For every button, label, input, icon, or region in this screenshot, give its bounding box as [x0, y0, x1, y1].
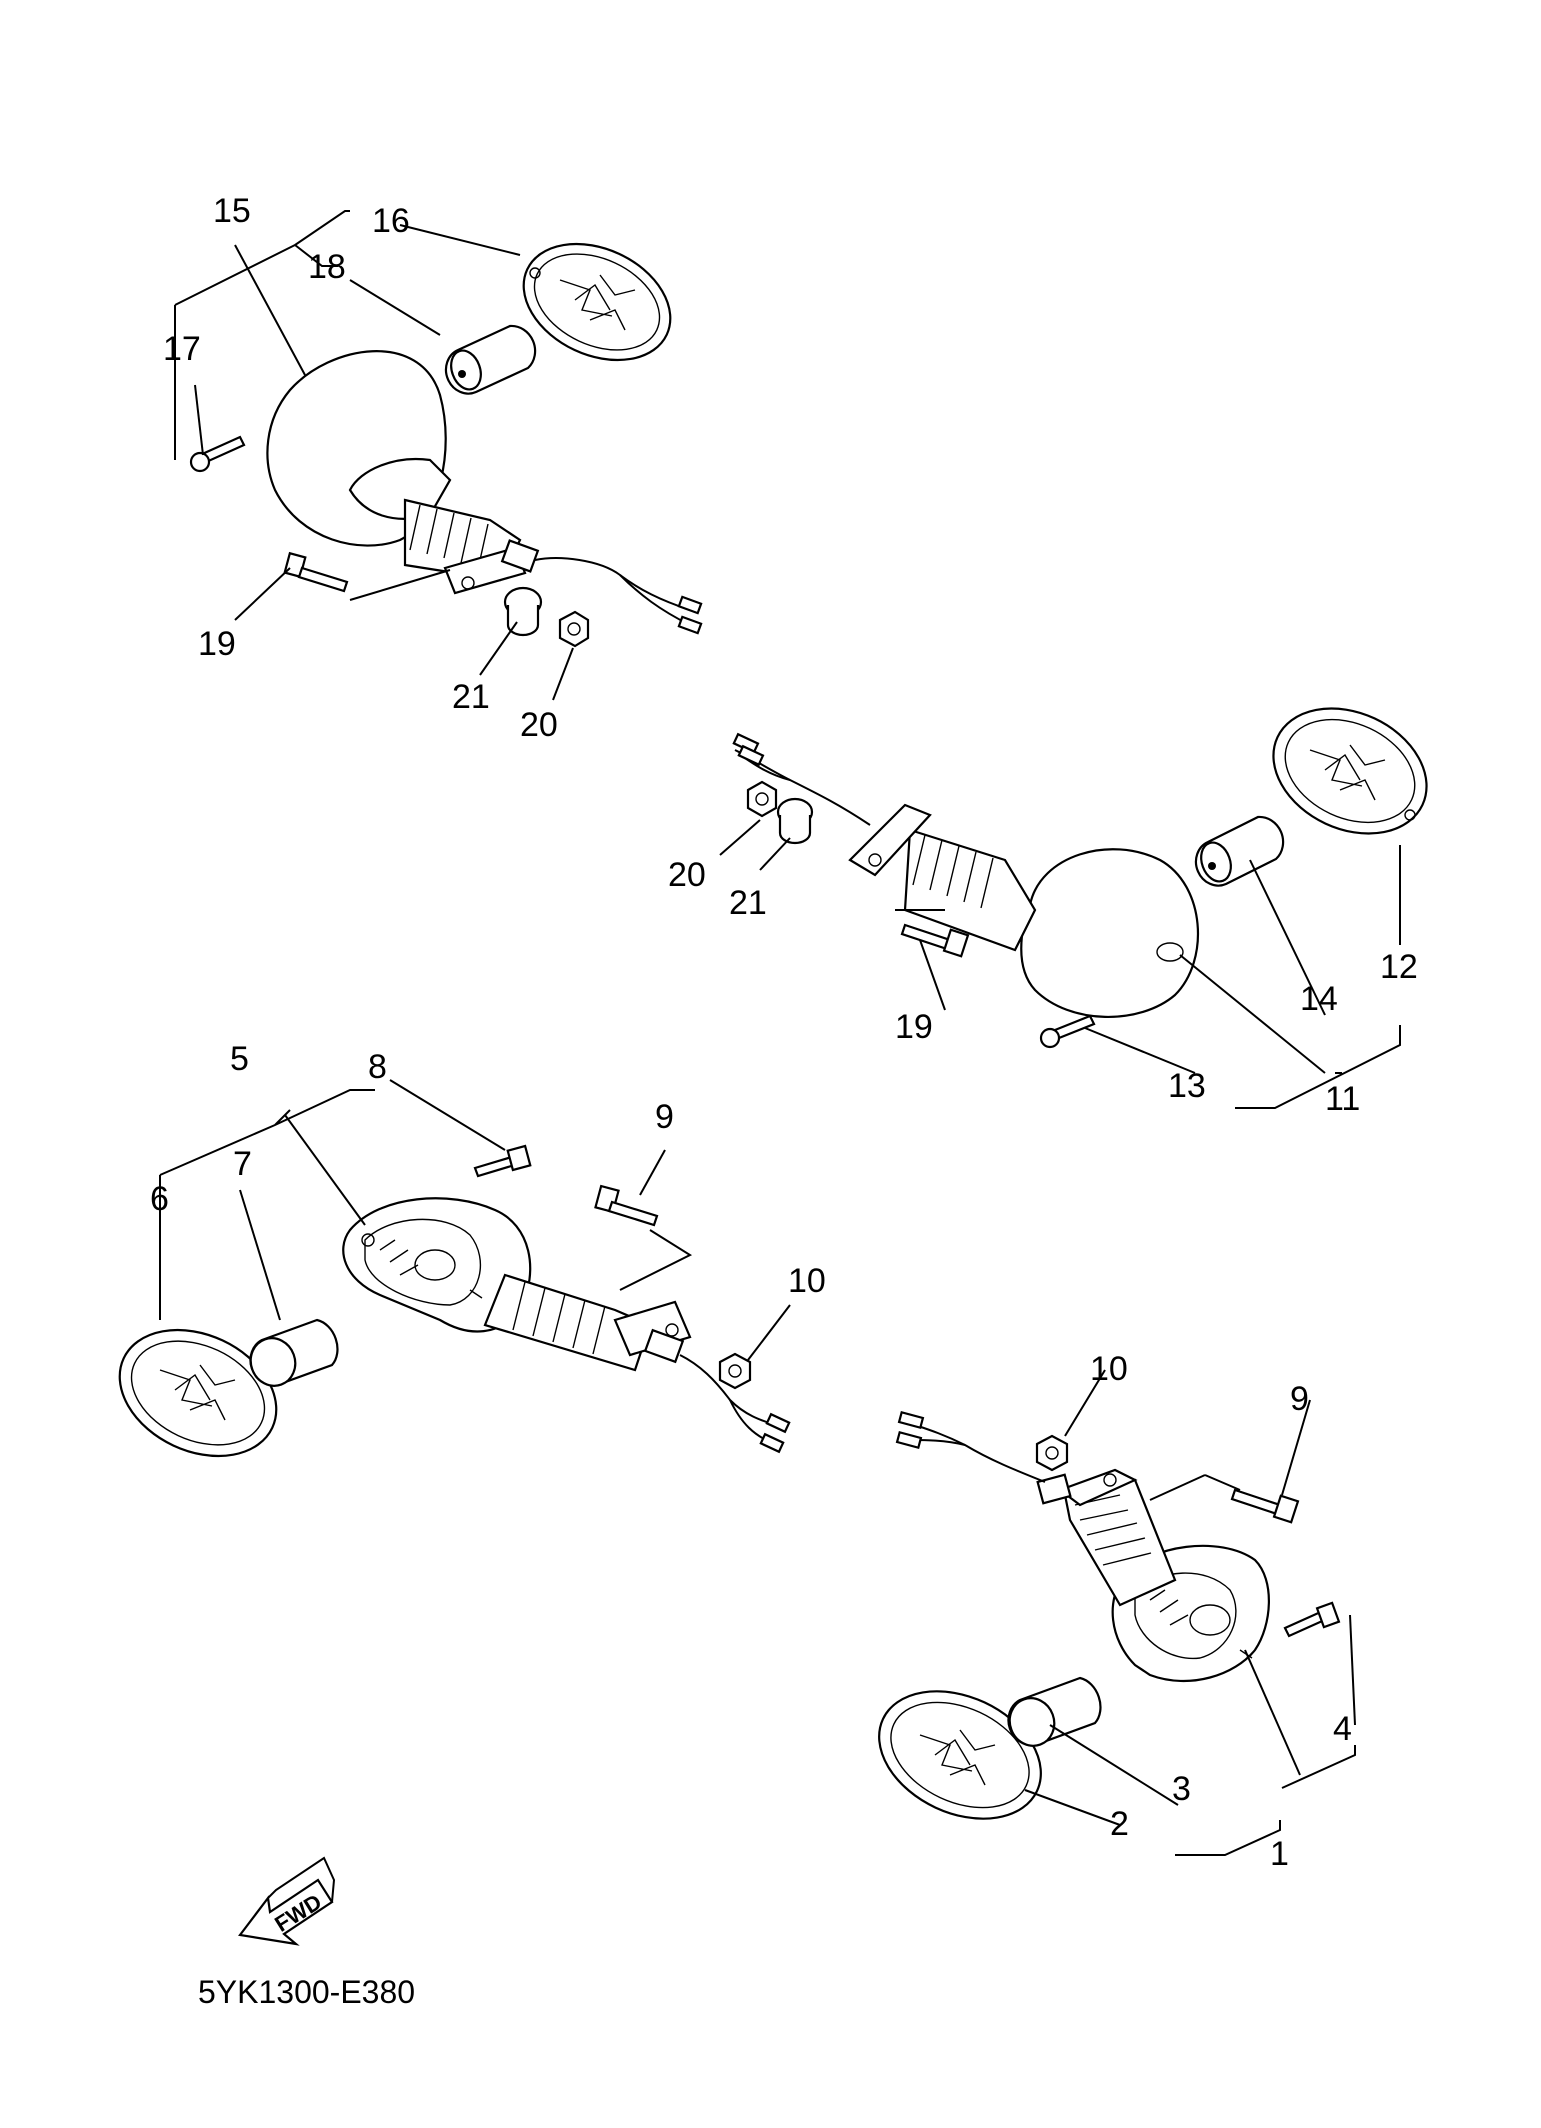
bulb-3-icon: [1007, 1676, 1102, 1747]
label-15: 15: [213, 192, 251, 230]
cable-front-left-icon: [679, 1354, 776, 1426]
nut-10-front-left-icon: [718, 1352, 752, 1390]
front-right-flasher-assembly: [878, 1369, 1356, 1856]
label-17: 17: [163, 330, 201, 368]
lens-12-icon: [1272, 707, 1428, 835]
label-21-rear-right: 21: [729, 884, 767, 922]
drawing-code: 5YK1300-E380: [198, 1974, 415, 2010]
bolt-9-front-right-icon: [1230, 1488, 1300, 1524]
bolt-9-front-left-icon: [594, 1184, 659, 1227]
rear-left-flasher-assembly: [174, 210, 703, 701]
label-13: 13: [1168, 1067, 1206, 1105]
label-6: 6: [150, 1180, 169, 1218]
bulb-14-icon: [1194, 815, 1285, 887]
label-1: 1: [1270, 1835, 1289, 1873]
boot-rear-right-icon: [848, 803, 1037, 952]
label-20-rear-right: 20: [668, 856, 706, 894]
boot-front-right-icon: [1036, 1468, 1177, 1607]
nut-10-front-right-icon: [1035, 1434, 1069, 1472]
label-20-rear-left: 20: [520, 706, 558, 744]
label-9-front-left: 9: [655, 1098, 674, 1136]
label-19-rear-right: 19: [895, 1008, 933, 1046]
boot-front-left-icon: [483, 1273, 692, 1372]
lens-2-icon: [878, 1690, 1042, 1820]
label-14: 14: [1300, 980, 1338, 1018]
label-18: 18: [308, 248, 346, 286]
housing-rear-left-icon: [266, 350, 452, 547]
label-10-front-left: 10: [788, 1262, 826, 1300]
screw-13-icon: [1039, 1014, 1096, 1049]
nut-20-rear-left-icon: [558, 610, 590, 648]
nut-20-rear-right-icon: [746, 780, 778, 818]
lens-6-icon: [118, 1328, 278, 1458]
screw-8-icon: [473, 1144, 532, 1178]
bulb-7-icon: [249, 1318, 339, 1387]
label-3: 3: [1172, 1770, 1191, 1808]
rear-right-flasher-assembly: [719, 707, 1428, 1109]
label-16: 16: [372, 202, 410, 240]
label-19-rear-left: 19: [198, 625, 236, 663]
label-8: 8: [368, 1048, 387, 1086]
screw-4-icon: [1283, 1601, 1341, 1638]
bolt-19-rear-right-icon: [900, 923, 970, 958]
bolt-19-rear-left-icon: [283, 551, 349, 593]
collar-21-rear-right-icon: [776, 797, 814, 845]
label-21-rear-left: 21: [452, 678, 490, 716]
cable-rear-left-icon: [534, 557, 691, 611]
bulb-18-icon: [444, 324, 537, 395]
label-11: 11: [1325, 1080, 1360, 1118]
fwd-direction-arrow-icon: FWD: [238, 1856, 336, 1946]
cable-front-right-icon: [914, 1424, 1046, 1483]
housing-rear-right-icon: [1020, 848, 1200, 1018]
label-5: 5: [230, 1040, 249, 1078]
collar-21-rear-left-icon: [503, 586, 543, 637]
screw-17-icon: [189, 435, 246, 473]
label-7: 7: [233, 1145, 252, 1183]
lens-16-icon: [522, 242, 672, 362]
label-4: 4: [1333, 1710, 1352, 1748]
front-left-flasher-assembly: [118, 1079, 791, 1458]
label-10-front-right: 10: [1090, 1350, 1128, 1388]
label-2: 2: [1110, 1805, 1129, 1843]
label-12: 12: [1380, 948, 1418, 986]
label-9-front-right: 9: [1290, 1380, 1309, 1418]
boot-rear-left-icon: [403, 498, 540, 595]
